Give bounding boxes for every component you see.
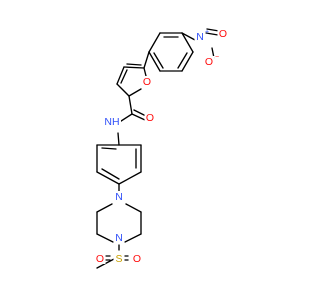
atom-label-background [203, 56, 215, 67]
bond [181, 32, 194, 53]
atom-label-o-nitro-minus: O [205, 56, 213, 68]
bond [101, 168, 120, 180]
bond [101, 147, 117, 150]
bond [124, 233, 142, 243]
atom-label-background [113, 253, 125, 264]
bond [143, 51, 150, 69]
bond [123, 66, 145, 69]
bond [96, 203, 113, 213]
atom-label-background [113, 232, 125, 243]
atom-label-background [94, 253, 106, 264]
atom-label-n-pip-bottom: N [115, 232, 123, 244]
bond [205, 32, 219, 36]
bond [96, 171, 120, 185]
bond [206, 28, 220, 32]
atom-label-o-amide: O [146, 112, 154, 124]
bond [131, 113, 146, 121]
atom-label-n-nitro: N [196, 31, 204, 43]
atom-label-o-nitro-double: O [219, 28, 227, 40]
atom-label-background [194, 31, 206, 42]
atom-label-n-pip-top: N [115, 191, 123, 203]
bond [96, 233, 114, 243]
atom-label-o-furan: O [143, 76, 151, 88]
bond [116, 66, 125, 85]
bond [116, 83, 130, 97]
atom-label-nh: NH [104, 116, 119, 128]
atom-label-o-s-left: O [96, 253, 104, 265]
bond [128, 95, 133, 115]
bond [120, 69, 128, 84]
atom-label-o-s-right: O [133, 253, 141, 265]
bond [148, 32, 161, 53]
bond [181, 51, 194, 72]
bond [118, 171, 142, 185]
atom-label-s: S [115, 253, 122, 265]
atom-label-background [141, 76, 153, 87]
atom-label-background [217, 28, 229, 39]
bonds [96, 28, 220, 269]
atom-label-background [103, 116, 121, 127]
bond [117, 132, 120, 146]
bond [177, 52, 188, 69]
atom-label-background [144, 112, 156, 123]
atom-label-background [131, 253, 143, 264]
bond [126, 63, 142, 66]
bond [148, 51, 161, 72]
bond [125, 203, 142, 213]
bond [128, 88, 142, 97]
bond [153, 52, 164, 69]
atom-label-background [113, 191, 125, 202]
charge-label-o-nitro-minus: − [215, 54, 219, 61]
bond [181, 32, 196, 41]
bond [133, 109, 147, 117]
charge-label-n-nitro: + [205, 29, 209, 36]
